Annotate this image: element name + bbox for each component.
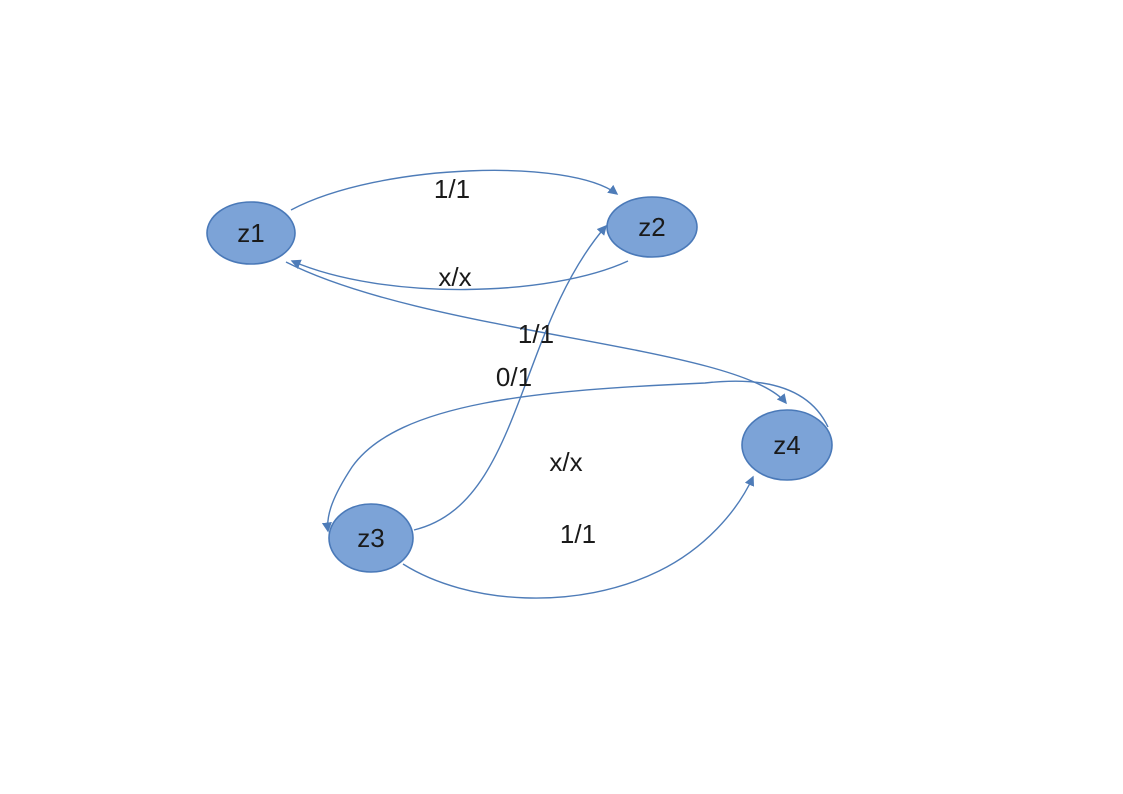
state-ellipse-z2 [606, 196, 698, 258]
transition-z1-z2 [290, 169, 619, 211]
state-node-z1: z1 [206, 201, 296, 265]
states-layer: z1 z2 z3 z4 [206, 196, 833, 573]
transition-z2-z1 [290, 259, 629, 291]
state-label-z4: z4 [773, 430, 800, 460]
state-ellipse-z1 [206, 201, 296, 265]
transition-label-z3-z4: 1/1 [560, 519, 596, 549]
state-label-z2: z2 [638, 212, 665, 242]
state-ellipse-z4 [741, 409, 833, 481]
transition-labels-layer: 1/1 x/x 1/1 0/1 x/x 1/1 [434, 174, 596, 549]
transition-z3-z4 [402, 475, 755, 599]
state-label-z1: z1 [237, 218, 264, 248]
transition-z3-z2 [413, 224, 607, 531]
transition-label-z1-z4: 1/1 [518, 319, 554, 349]
transitions-layer [285, 169, 829, 599]
transition-label-z3-z2: 0/1 [496, 362, 532, 392]
state-node-z4: z4 [741, 409, 833, 481]
state-node-z3: z3 [328, 503, 414, 573]
transition-label-z2-z1: x/x [438, 262, 471, 292]
transition-z4-z3 [321, 380, 829, 533]
transition-label-z4-z3: x/x [549, 447, 582, 477]
state-label-z3: z3 [357, 523, 384, 553]
state-ellipse-z3 [328, 503, 414, 573]
transition-label-z1-z2: 1/1 [434, 174, 470, 204]
state-node-z2: z2 [606, 196, 698, 258]
